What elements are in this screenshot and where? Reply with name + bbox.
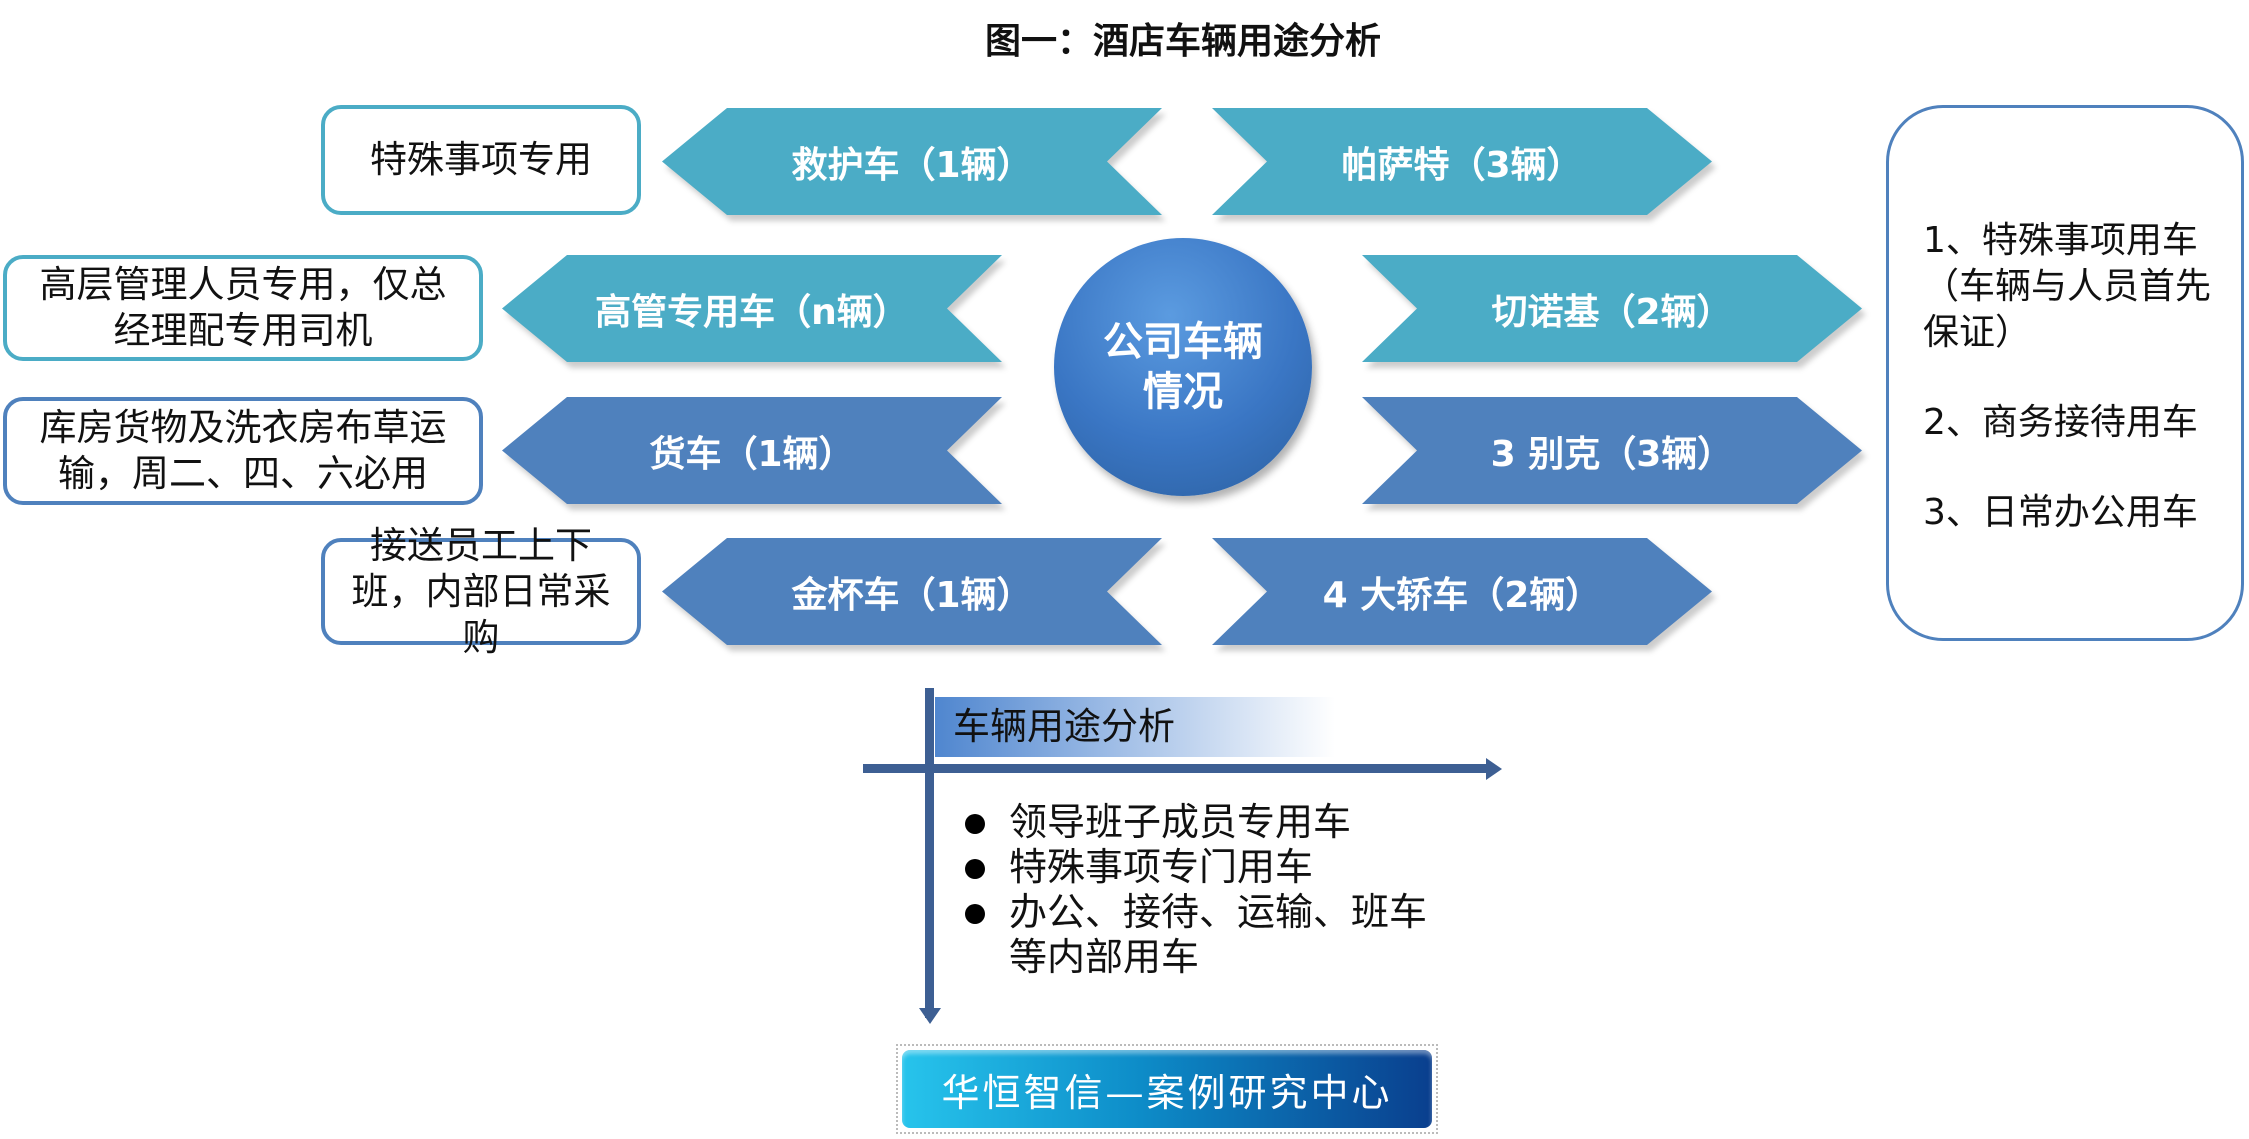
footer-banner: 华恒智信—案例研究中心 — [896, 1044, 1438, 1134]
note-ambulance: 特殊事项专用 — [321, 105, 641, 215]
vertical-axis-line — [925, 688, 934, 1018]
bullet-item: 办公、接待、运输、班车等内部用车 — [965, 890, 1445, 980]
arrow-van: 金杯车（1辆） — [662, 538, 1162, 645]
footer-text: 华恒智信—案例研究中心 — [902, 1050, 1432, 1128]
arrow-ambulance: 救护车（1辆） — [662, 108, 1162, 215]
arrow-label: 4 大轿车（2辆） — [1212, 538, 1712, 645]
arrow-right-icon — [1486, 758, 1502, 780]
arrow-label: 帕萨特（3辆） — [1212, 108, 1712, 215]
note-van: 接送员工上下班，内部日常采购 — [321, 524, 641, 659]
arrow-label: 金杯车（1辆） — [662, 538, 1162, 645]
arrow-label: 3 别克（3辆） — [1362, 397, 1862, 504]
arrow-truck: 货车（1辆） — [502, 397, 1002, 504]
analysis-header: 车辆用途分析 — [935, 697, 1335, 757]
arrow-bus: 4 大轿车（2辆） — [1212, 538, 1712, 645]
arrow-buick: 3 别克（3辆） — [1362, 397, 1862, 504]
arrow-label: 切诺基（2辆） — [1362, 255, 1862, 362]
summary-item: 3、日常办公用车 — [1923, 492, 2198, 533]
summary-box: 1、特殊事项用车（车辆与人员首先保证） 2、商务接待用车 3、日常办公用车 — [1886, 105, 2244, 641]
bullet-item: 特殊事项专门用车 — [965, 845, 1445, 890]
bullet-item: 领导班子成员专用车 — [965, 800, 1445, 845]
arrow-passat: 帕萨特（3辆） — [1212, 108, 1712, 215]
center-line1: 公司车辆 — [1103, 319, 1263, 365]
center-line2: 情况 — [1143, 369, 1223, 415]
horizontal-axis-line — [863, 764, 1488, 773]
arrow-down-icon — [919, 1008, 941, 1024]
arrow-label: 救护车（1辆） — [662, 108, 1162, 215]
arrow-label: 高管专用车（n辆） — [502, 255, 1002, 362]
summary-item: 2、商务接待用车 — [1923, 402, 2198, 443]
note-truck: 库房货物及洗衣房布草运输，周二、四、六必用 — [3, 397, 483, 505]
summary-item: 1、特殊事项用车（车辆与人员首先保证） — [1923, 220, 2212, 353]
arrow-cherokee: 切诺基（2辆） — [1362, 255, 1862, 362]
arrow-label: 货车（1辆） — [502, 397, 1002, 504]
note-executive: 高层管理人员专用，仅总经理配专用司机 — [3, 255, 483, 361]
diagram-title: 图一：酒店车辆用途分析 — [984, 21, 1381, 62]
arrow-executive: 高管专用车（n辆） — [502, 255, 1002, 362]
center-circle: 公司车辆情况 — [1054, 238, 1312, 496]
analysis-bullets: 领导班子成员专用车 特殊事项专门用车 办公、接待、运输、班车等内部用车 — [965, 800, 1445, 980]
